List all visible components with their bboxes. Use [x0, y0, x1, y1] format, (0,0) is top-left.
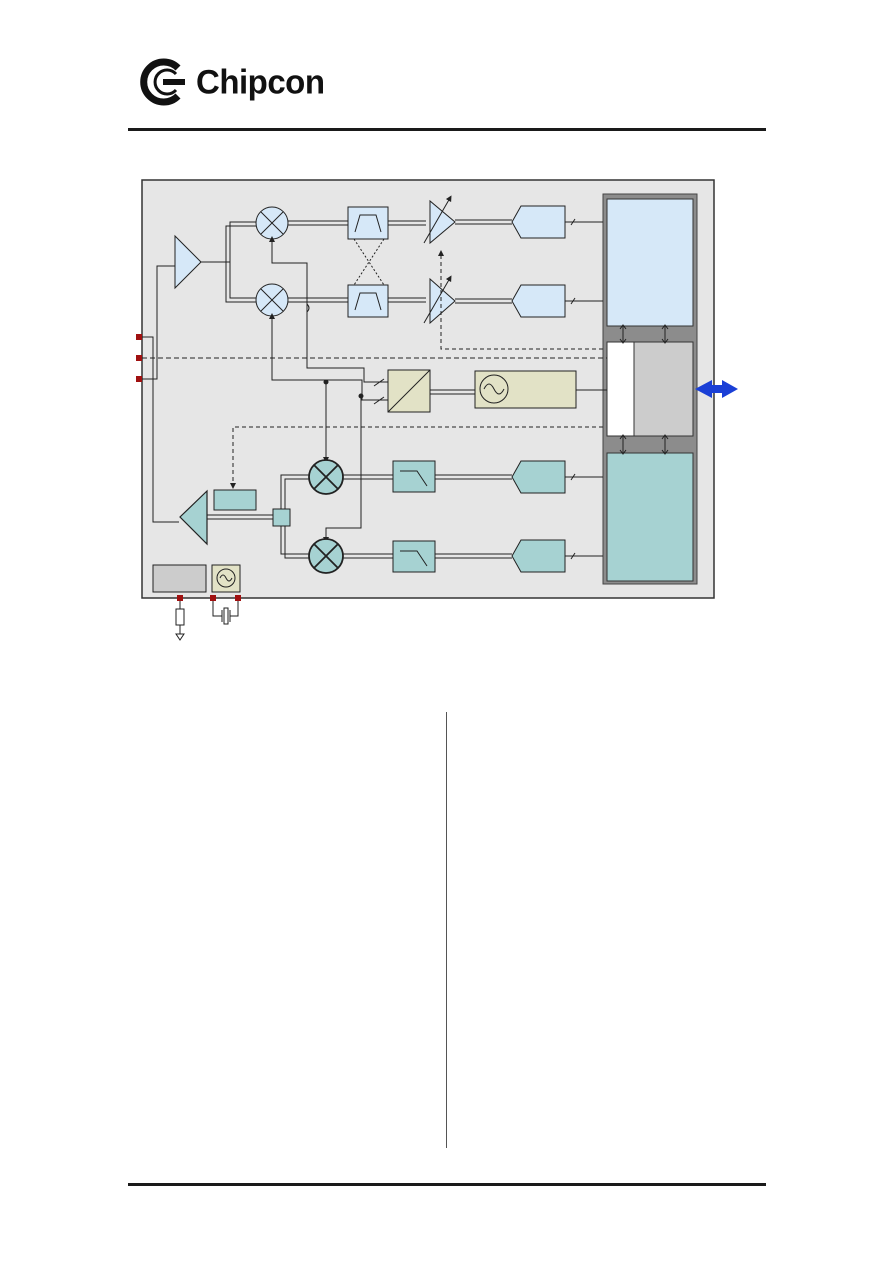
- bus-arrows: [619, 324, 669, 455]
- tx-lowpass-filter-q: [392, 540, 436, 573]
- tx-combiner: [272, 508, 291, 527]
- column-separator: [446, 712, 447, 1148]
- header-rule: [128, 128, 766, 131]
- rx-adc-q: [511, 284, 566, 318]
- pa-control-block: [213, 489, 257, 511]
- tx-dac-i: [511, 460, 566, 494]
- rx-bandpass-filter-q: [347, 284, 389, 318]
- rx-adc-i: [511, 205, 566, 239]
- rx-bandpass-filter-i: [347, 206, 389, 240]
- tx-digital-block: [606, 452, 694, 582]
- spi-bus-arrow: [695, 380, 738, 398]
- ground-symbol-icon: [175, 633, 185, 641]
- lna-amplifier: [174, 234, 202, 290]
- control-white-block: [606, 341, 635, 437]
- block-diagram: [136, 179, 738, 641]
- chipcon-c-logo-icon: [140, 58, 185, 106]
- rx-digital-block: [606, 198, 694, 327]
- crystal-icon: [223, 607, 229, 625]
- control-gray-block: [633, 341, 694, 437]
- pin-xosc-1: [210, 595, 216, 601]
- pin-rf-3: [136, 376, 142, 382]
- pin-rf-1: [136, 334, 142, 340]
- bias-block: [152, 564, 207, 593]
- vco-oscillator: [474, 370, 577, 409]
- tx-lowpass-filter-i: [392, 460, 436, 493]
- tx-dac-q: [511, 539, 566, 573]
- pin-rf-2: [136, 355, 142, 361]
- pin-rbias: [177, 595, 183, 601]
- power-amplifier: [179, 489, 208, 546]
- chipcon-logo: Chipcon: [138, 54, 325, 110]
- bias-resistor: [175, 608, 185, 626]
- pin-xosc-2: [235, 595, 241, 601]
- brand-name: Chipcon: [196, 62, 325, 101]
- footer-rule: [128, 1183, 766, 1186]
